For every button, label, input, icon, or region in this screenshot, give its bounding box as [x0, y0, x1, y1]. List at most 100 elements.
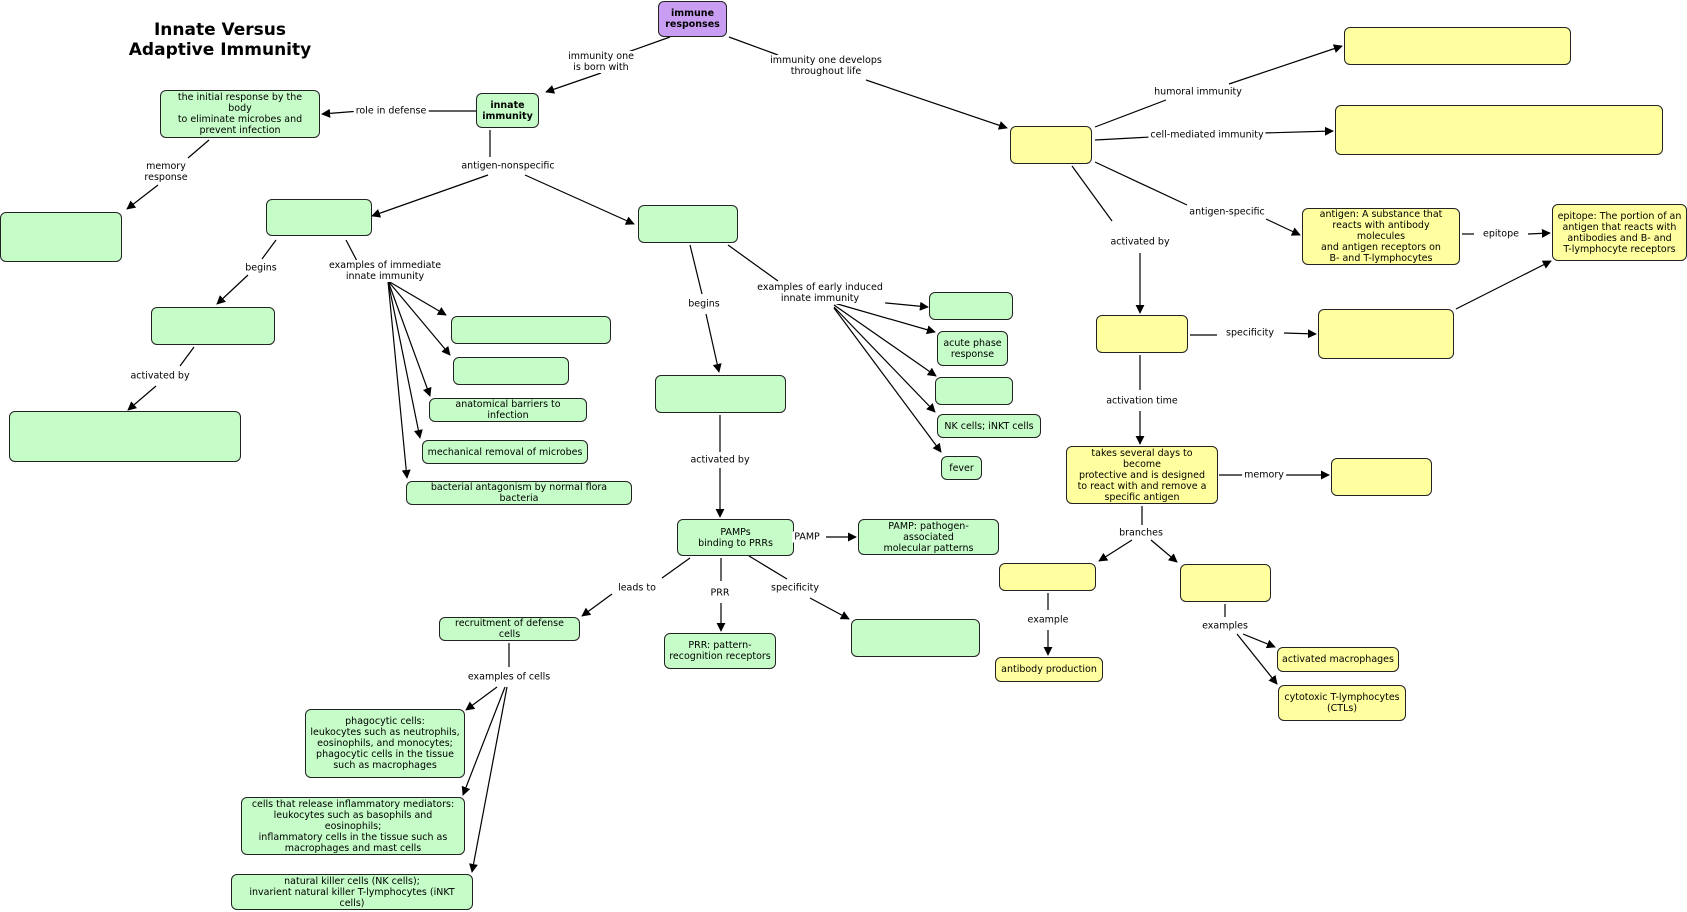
connector-line	[748, 555, 788, 580]
connector-arrow	[1150, 539, 1178, 563]
node-specificity-adaptive-blank[interactable]	[1318, 309, 1454, 359]
connector-arrow	[1098, 539, 1133, 562]
link-label-examples: examples	[1200, 620, 1250, 632]
connector-arrow	[705, 313, 722, 373]
node-activated-macrophages[interactable]: activated macrophages	[1277, 647, 1399, 672]
node-adaptive-immunity-blank[interactable]	[1010, 126, 1092, 164]
node-recruitment-defense-cells[interactable]: recruitment of defense cells	[439, 617, 580, 641]
connector-line	[1071, 165, 1113, 222]
node-initial-response[interactable]: the initial response by the body to elim…	[160, 90, 320, 138]
node-early-example-blank-1[interactable]	[929, 292, 1013, 320]
node-acute-phase-response[interactable]: acute phase response	[937, 331, 1008, 366]
node-specificity-blank[interactable]	[851, 619, 980, 657]
node-anatomical-barriers[interactable]: anatomical barriers to infection	[429, 398, 587, 422]
link-label-activated-by-adaptive: activated by	[1108, 236, 1172, 248]
link-label-humoral-immunity: humoral immunity	[1152, 86, 1244, 98]
connector-arrow	[833, 307, 942, 453]
node-activated-by-blank[interactable]	[1096, 315, 1188, 353]
connector-arrow	[126, 184, 159, 210]
link-label-specificity-innate: specificity	[769, 582, 821, 594]
connector-arrow	[127, 385, 157, 411]
link-label-born-with: immunity one is born with	[566, 51, 636, 73]
link-label-antigen-nonspecific: antigen-nonspecific	[459, 160, 557, 172]
connector-line	[661, 557, 691, 579]
connector-line	[1094, 161, 1188, 206]
connector-arrow	[321, 108, 361, 118]
node-immediate-innate-blank[interactable]	[266, 199, 372, 236]
node-inflammatory-mediator-cells[interactable]: cells that release inflammatory mediator…	[241, 797, 465, 855]
link-label-memory: memory	[1242, 469, 1286, 481]
connector-arrow	[833, 302, 936, 335]
connector-arrow	[1527, 228, 1551, 238]
connector-line	[179, 346, 195, 367]
link-label-antigen-specific: antigen-specific	[1187, 206, 1267, 218]
link-label-develops: immunity one develops throughout life	[768, 55, 884, 77]
connector-arrow	[1236, 633, 1278, 685]
connector-arrow	[545, 72, 602, 94]
node-memory-blank[interactable]	[1331, 458, 1432, 496]
node-early-induced-blank[interactable]	[638, 205, 738, 243]
node-immediate-activated-blank[interactable]	[9, 411, 241, 462]
connector-line	[627, 36, 671, 53]
connector-arrow	[833, 304, 937, 377]
node-pamps-binding[interactable]: PAMPs binding to PRRs	[677, 519, 794, 556]
node-immediate-example-blank-2[interactable]	[453, 357, 569, 385]
connector-arrow	[1265, 218, 1301, 236]
link-label-activated-by-immediate: activated by	[128, 370, 192, 382]
node-immediate-example-blank-1[interactable]	[451, 316, 611, 344]
link-label-specificity-adaptive: specificity	[1224, 327, 1276, 339]
connector-arrow	[387, 280, 432, 397]
node-early-example-blank-3[interactable]	[935, 377, 1013, 405]
link-label-cell-mediated: cell-mediated immunity	[1148, 129, 1266, 141]
node-branch-blank-1[interactable]	[999, 563, 1096, 591]
connector-line	[1094, 136, 1152, 141]
node-antibody-production[interactable]: antibody production	[995, 657, 1103, 682]
link-label-begins-immediate: begins	[243, 262, 279, 274]
node-innate-immunity[interactable]: innate immunity	[476, 93, 539, 128]
connector-arrow	[524, 174, 635, 225]
node-branch-blank-2[interactable]	[1180, 564, 1271, 602]
node-bacterial-antagonism[interactable]: bacterial antagonism by normal flora bac…	[406, 481, 632, 505]
connector-arrow	[387, 280, 451, 356]
connector-arrow	[1262, 126, 1334, 136]
node-mechanical-removal[interactable]: mechanical removal of microbes	[422, 440, 588, 464]
node-memory-response-blank[interactable]	[0, 212, 122, 262]
node-humoral-blank[interactable]	[1344, 27, 1571, 65]
node-cell-mediated-blank[interactable]	[1335, 105, 1663, 155]
connector-line	[1094, 99, 1167, 128]
connector-arrow	[1242, 633, 1276, 649]
link-label-activation-time: activation time	[1104, 395, 1180, 407]
link-label-pamp: PAMP	[792, 531, 822, 543]
link-label-examples-of-cells: examples of cells	[465, 671, 553, 683]
connector-arrow	[1283, 329, 1317, 339]
connector-arrow	[216, 274, 249, 305]
connector-arrow	[461, 686, 506, 796]
connector-arrow	[865, 79, 1008, 130]
node-nk-inkt-cells[interactable]: NK cells; iNKT cells	[937, 414, 1041, 438]
connector-arrow	[387, 280, 447, 316]
node-phagocytic-cells[interactable]: phagocytic cells: leukocytes such as neu…	[305, 709, 465, 778]
connector-arrow	[1228, 44, 1343, 85]
node-antigen-definition[interactable]: antigen: A substance that reacts with an…	[1302, 208, 1460, 265]
node-takes-several-days[interactable]: takes several days to become protective …	[1066, 446, 1218, 504]
node-immediate-begins-blank[interactable]	[151, 307, 275, 345]
node-cytotoxic-t-lymphocytes[interactable]: cytotoxic T-lymphocytes (CTLs)	[1278, 685, 1406, 721]
link-label-activated-by-early: activated by	[688, 454, 752, 466]
node-pamp-definition[interactable]: PAMP: pathogen-associated molecular patt…	[858, 519, 999, 555]
node-natural-killer-cells[interactable]: natural killer cells (NK cells); invarie…	[231, 874, 473, 910]
connector-line	[728, 36, 779, 56]
connector-line	[261, 239, 277, 260]
node-prr-definition[interactable]: PRR: pattern- recognition receptors	[664, 633, 776, 669]
page-title: Innate Versus Adaptive Immunity	[128, 20, 312, 60]
connector-arrow	[469, 686, 508, 873]
node-epitope-definition[interactable]: epitope: The portion of an antigen that …	[1552, 204, 1687, 261]
link-label-prr: PRR	[708, 587, 732, 599]
node-immune-responses[interactable]: immune responses	[658, 1, 727, 37]
connector-arrow	[387, 280, 423, 439]
node-fever[interactable]: fever	[941, 456, 982, 480]
node-early-begins-blank[interactable]	[655, 375, 786, 413]
connector-arrow	[809, 597, 850, 620]
link-label-epitope: epitope	[1481, 228, 1521, 240]
connector-line	[727, 244, 779, 282]
link-label-examples-early: examples of early induced innate immunit…	[755, 282, 885, 304]
